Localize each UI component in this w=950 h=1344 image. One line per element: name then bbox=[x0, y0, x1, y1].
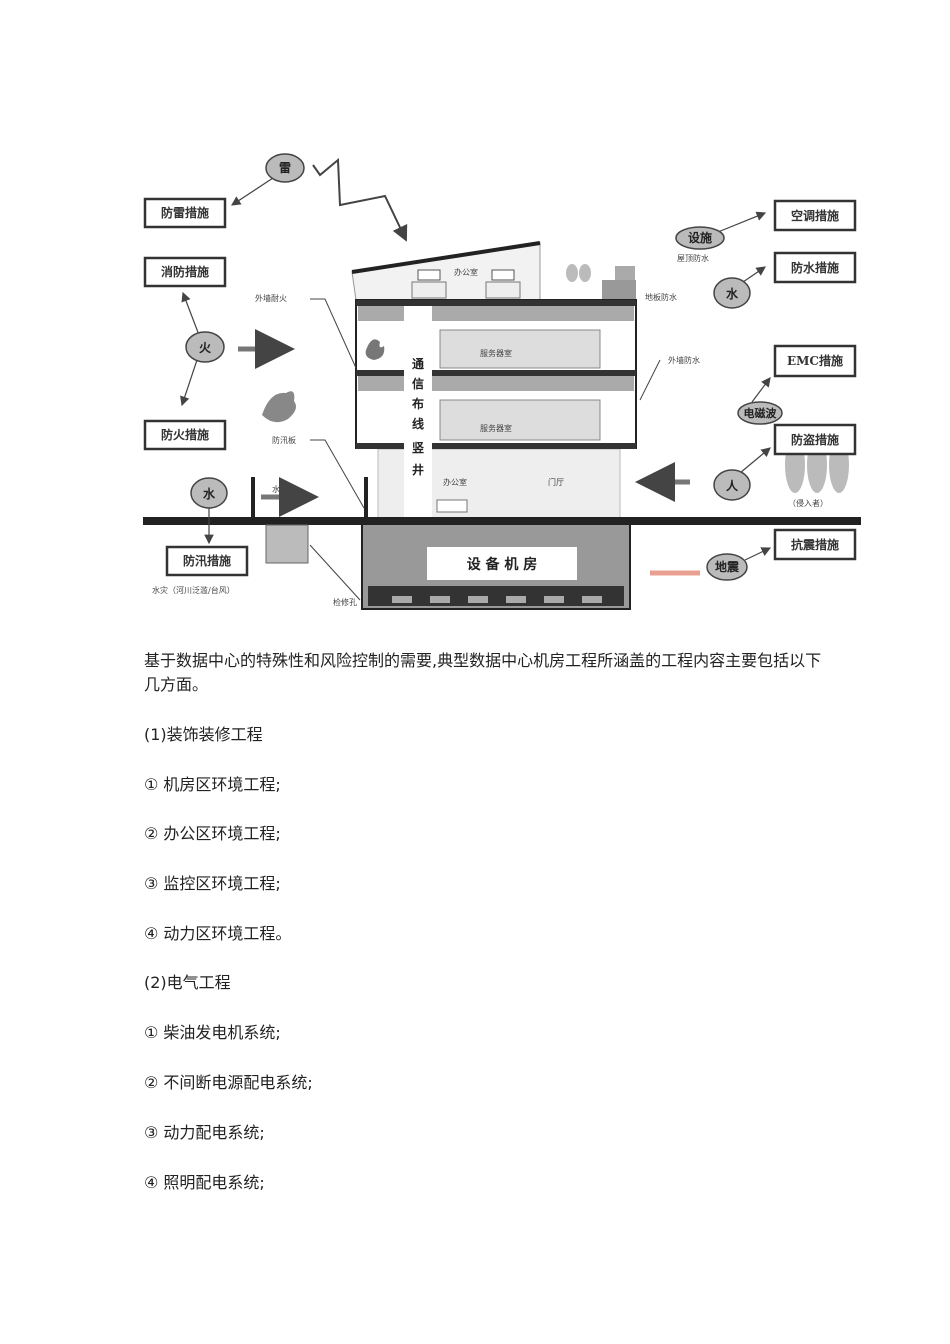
measure-box-emc: EMC措施 bbox=[773, 344, 857, 378]
measure-box-aircon: 空调措施 bbox=[773, 199, 857, 232]
svg-text:水: 水 bbox=[203, 486, 216, 501]
measure-box-anti-theft: 防盗措施 bbox=[773, 423, 857, 456]
label-server-room-1: 服务器室 bbox=[480, 348, 512, 358]
measure-box-fireproof: 防火措施 bbox=[143, 419, 227, 451]
hazard-person: 人 bbox=[713, 469, 751, 501]
svg-text:雷: 雷 bbox=[279, 161, 291, 175]
svg-text:设施: 设施 bbox=[688, 230, 712, 245]
shaft-label: 通 信 布 线 竖 井 bbox=[412, 356, 424, 477]
svg-text:水: 水 bbox=[726, 286, 739, 301]
label-server-room-2: 服务器室 bbox=[480, 423, 512, 433]
list-item: ① 柴油发电机系统; bbox=[144, 1023, 281, 1042]
hazard-thunder: 雷 bbox=[265, 153, 305, 183]
list-item: ④ 照明配电系统; bbox=[144, 1173, 265, 1192]
building: 设 备 机 房 bbox=[143, 241, 861, 610]
svg-text:人: 人 bbox=[726, 478, 739, 493]
list-item: ③ 动力配电系统; bbox=[144, 1123, 265, 1142]
measure-box-seismic: 抗震措施 bbox=[773, 528, 857, 561]
svg-text:防水措施: 防水措施 bbox=[791, 260, 839, 275]
label-floor-water: 地板防水 bbox=[645, 292, 677, 302]
svg-text:抗震措施: 抗震措施 bbox=[791, 537, 839, 552]
svg-text:防火措施: 防火措施 bbox=[161, 427, 209, 442]
svg-text:EMC措施: EMC措施 bbox=[787, 353, 843, 368]
list-item: ② 办公区环境工程; bbox=[144, 824, 281, 843]
hazard-water-right: 水 bbox=[713, 277, 751, 309]
label-roof-water: 屋顶防水 bbox=[677, 253, 709, 263]
svg-text:井: 井 bbox=[412, 462, 424, 477]
measure-box-fire-fighting: 消防措施 bbox=[143, 256, 227, 288]
hazard-water-left: 水 bbox=[190, 477, 228, 509]
section-heading: (1)装饰装修工程 bbox=[144, 725, 263, 744]
label-water-flow: 水 bbox=[272, 484, 280, 494]
label-wall-water: 外墙防水 bbox=[668, 355, 700, 365]
equipment-room-label: 设 备 机 房 bbox=[467, 556, 538, 573]
hazard-fire: 火 bbox=[185, 331, 225, 363]
list-item: ④ 动力区环境工程。 bbox=[144, 924, 292, 943]
data-center-risk-diagram: 设 备 机 房 通 信 布 线 竖 井 bbox=[143, 153, 861, 610]
list-item: ③ 监控区环境工程; bbox=[144, 874, 281, 893]
section-heading: (2)电气工程 bbox=[144, 973, 231, 992]
svg-text:竖: 竖 bbox=[412, 441, 424, 455]
list-item: ① 机房区环境工程; bbox=[144, 775, 281, 794]
measure-box-lightning: 防雷措施 bbox=[143, 197, 227, 229]
measure-box-waterproof: 防水措施 bbox=[773, 251, 857, 284]
svg-text:防盗措施: 防盗措施 bbox=[791, 432, 839, 447]
svg-text:线: 线 bbox=[412, 416, 424, 431]
svg-text:防雷措施: 防雷措施 bbox=[161, 205, 209, 220]
svg-text:防汛措施: 防汛措施 bbox=[183, 553, 231, 568]
svg-text:空调措施: 空调措施 bbox=[791, 208, 839, 223]
hazard-em-wave: 电磁波 bbox=[737, 401, 783, 425]
hazard-earthquake: 地震 bbox=[706, 553, 748, 581]
svg-text:信: 信 bbox=[412, 376, 424, 391]
label-lobby: 门厅 bbox=[548, 477, 564, 487]
svg-text:电磁波: 电磁波 bbox=[744, 406, 778, 420]
svg-text:火: 火 bbox=[199, 341, 212, 355]
label-flood-note: 水灾（河川泛滥/台风） bbox=[152, 585, 235, 595]
label-flood-board: 防汛板 bbox=[272, 435, 296, 445]
label-intruder: （侵入者） bbox=[788, 498, 828, 508]
svg-text:通: 通 bbox=[412, 356, 424, 371]
label-office-top: 办公室 bbox=[454, 267, 478, 277]
label-manhole: 检修孔 bbox=[333, 597, 357, 607]
list-item: ② 不间断电源配电系统; bbox=[144, 1073, 313, 1092]
hazard-facility: 设施 bbox=[675, 226, 725, 250]
measure-box-flood: 防汛措施 bbox=[165, 545, 249, 577]
label-office-ground: 办公室 bbox=[443, 477, 467, 487]
svg-text:布: 布 bbox=[412, 396, 424, 411]
svg-text:地震: 地震 bbox=[715, 559, 740, 574]
intro-paragraph: 基于数据中心的特殊性和风险控制的需要,典型数据中心机房工程所涵盖的工程内容主要包… bbox=[144, 651, 822, 694]
svg-text:消防措施: 消防措施 bbox=[161, 264, 209, 279]
label-wall-fire: 外墙耐火 bbox=[255, 293, 287, 303]
